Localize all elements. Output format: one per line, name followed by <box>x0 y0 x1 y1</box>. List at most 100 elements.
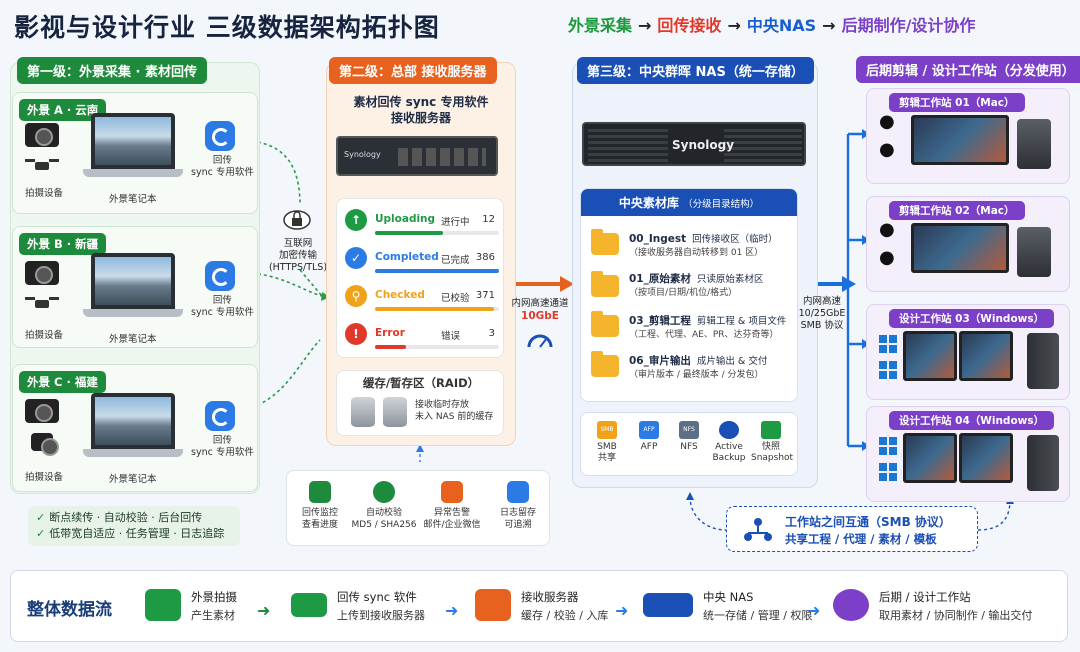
monitor-left-icon <box>903 433 957 483</box>
folder-desc: （工程、代理、AE、PR、达芬奇等） <box>629 330 779 340</box>
laptop-caption: 外景笔记本 <box>109 334 157 345</box>
status-row-error[interactable]: ! Error 错误 3 <box>345 319 499 355</box>
folder-icon[interactable] <box>591 351 619 377</box>
pc-tower-icon <box>1027 333 1059 389</box>
workstation-title: 设计工作站 04（Windows） <box>889 411 1055 430</box>
folder-icon[interactable] <box>591 271 619 297</box>
folder-icon[interactable] <box>591 229 619 255</box>
arrow-right-icon: ➜ <box>807 601 821 620</box>
nas-device-icon: Synology <box>582 122 806 166</box>
workstation-03[interactable]: 设计工作站 03（Windows） <box>866 304 1070 400</box>
level3-header: 第三级：中央群晖 NAS（统一存储） <box>577 57 814 84</box>
site-label: 外景 B · 新疆 <box>19 233 107 255</box>
apple-logo-icon: ● <box>879 219 895 240</box>
server-icon <box>475 589 511 621</box>
alert-icon <box>441 481 463 503</box>
workstation-title: 剪辑工作站 02（Mac） <box>889 201 1025 220</box>
laptop-caption: 外景笔记本 <box>109 474 157 485</box>
page-title: 影视与设计行业 三级数据架构拓扑图 <box>14 13 440 42</box>
monitor-icon <box>911 115 1009 165</box>
transfer-status-panel: ↑ Uploading 进行中 12 ✓ Completed 已完成 386 ⚲… <box>336 198 504 358</box>
lan-link-label: 内网高速通道 10GbE <box>511 298 569 322</box>
site-c: 外景 C · 福建 拍摄设备 外景笔记本 回传 sync 专用软件 <box>12 364 258 492</box>
windows-logo-icon <box>879 463 897 481</box>
tool-alert[interactable]: 异常告警邮件/企业微信 <box>419 481 485 531</box>
folder-icon[interactable] <box>591 311 619 337</box>
nas-icon <box>643 593 693 617</box>
workstation-02[interactable]: 剪辑工作站 02（Mac） ● ● <box>866 196 1070 292</box>
folder-desc: （接收服务器自动转移到 01 区） <box>629 248 764 258</box>
workstation-04[interactable]: 设计工作站 04（Windows） <box>866 406 1070 502</box>
flow-step-1: 外景拍摄 产生素材 <box>145 587 265 627</box>
sync-app-icon[interactable] <box>205 121 235 151</box>
status-row-uploading[interactable]: ↑ Uploading 进行中 12 <box>345 205 499 241</box>
log-icon <box>507 481 529 503</box>
windows-logo-icon <box>879 361 897 379</box>
cloud-lock-icon <box>282 206 312 232</box>
internet-link-label: 互联网 加密传输 (HTTPS/TLS) <box>268 238 328 273</box>
folder-desc: （按项目/日期/机位/格式） <box>629 288 738 298</box>
windows-logo-icon <box>879 437 897 455</box>
level2-subtitle: 素材回传 sync 专用软件 接收服务器 <box>353 95 489 125</box>
progress-bar <box>375 231 499 235</box>
tool-monitor[interactable]: 回传监控查看进度 <box>287 481 353 531</box>
overall-flow-title: 整体数据流 <box>27 600 112 620</box>
gimbal-camera-icon <box>31 433 59 456</box>
status-row-checked[interactable]: ⚲ Checked 已校验 371 <box>345 281 499 317</box>
afp-icon: AFP <box>639 421 659 439</box>
folder-desc: （审片版本 / 最终版本 / 分发包） <box>629 370 764 380</box>
flow-step-5: 后期 / 设计工作站 取用素材 / 协同制作 / 输出交付 <box>833 587 1063 627</box>
workstation-title: 设计工作站 03（Windows） <box>889 309 1055 328</box>
laptop-icon <box>83 393 183 465</box>
laptop-icon <box>83 113 183 185</box>
sync-app-icon[interactable] <box>205 401 235 431</box>
collab-title: 工作站之间互通（SMB 协议） <box>785 515 951 529</box>
flow-header-step-4: 后期制作/设计协作 <box>841 16 976 35</box>
smb-icon: SMB <box>597 421 617 439</box>
upload-cloud-icon: ↑ <box>345 209 367 231</box>
users-icon <box>833 589 869 621</box>
tool-log[interactable]: 日志留存可追溯 <box>485 481 551 531</box>
folder-name[interactable]: 01_原始素材只读原始素材区 <box>629 273 764 285</box>
site-b: 外景 B · 新疆 拍摄设备 外景笔记本 回传 sync 专用软件 <box>12 226 258 348</box>
apple-logo-icon: ● <box>879 139 895 160</box>
arrow-right-icon: ➜ <box>257 601 271 620</box>
monitor-icon <box>911 223 1009 273</box>
flow-header-step-3: 中央NAS <box>746 16 817 35</box>
sync-app-icon[interactable] <box>205 261 235 291</box>
progress-bar <box>375 307 499 311</box>
camera-icon <box>25 123 59 147</box>
check-icon: ✓ <box>36 511 46 524</box>
laptop-caption: 外景笔记本 <box>109 194 157 205</box>
magnifier-icon: ⚲ <box>345 285 367 307</box>
drone-icon <box>25 297 59 309</box>
progress-fill <box>375 231 444 235</box>
folder-name[interactable]: 03_剪辑工程剪辑工程 & 项目文件 <box>629 315 787 327</box>
checkmark-icon: ✓ <box>345 247 367 269</box>
laptop-icon <box>291 593 327 617</box>
site-label: 外景 C · 福建 <box>19 371 106 393</box>
flow-header: 外景采集→回传接收→中央NAS→后期制作/设计协作 <box>568 12 975 36</box>
feature-line: ✓低带宽自适应 · 任务管理 · 日志追踪 <box>36 527 225 540</box>
flow-header-step-1: 外景采集 <box>568 16 633 35</box>
progress-fill <box>375 269 499 273</box>
device-caption: 拍摄设备 <box>25 472 64 483</box>
arrow-right-icon: → <box>727 16 741 35</box>
workstation-01[interactable]: 剪辑工作站 01（Mac） ● ● <box>866 88 1070 184</box>
arrow-right-icon: ➜ <box>445 601 459 620</box>
smb-link-label: 内网高速 10/25GbE SMB 协议 <box>798 296 846 331</box>
site-label: 外景 A · 云南 <box>19 99 107 121</box>
overall-flow-bar: 整体数据流 外景拍摄 产生素材 ➜ 回传 sync 软件 上传到接收服务器 ➜ … <box>10 570 1068 642</box>
status-row-completed[interactable]: ✓ Completed 已完成 386 <box>345 243 499 279</box>
folder-name[interactable]: 06_审片输出成片输出 & 交付 <box>629 355 768 367</box>
apple-logo-icon: ● <box>879 247 895 268</box>
